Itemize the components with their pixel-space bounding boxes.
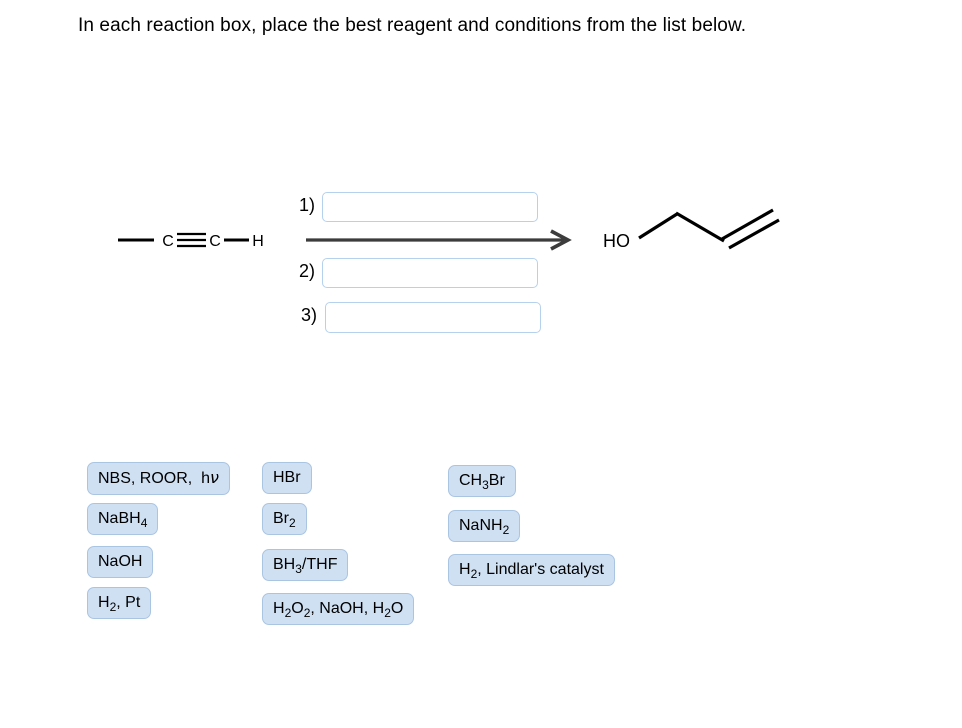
step-3-input[interactable] xyxy=(325,302,541,333)
hydroxyl-label: HO xyxy=(603,231,630,251)
triple-bond xyxy=(177,232,206,248)
reagent-chip-hbr[interactable]: HBr xyxy=(262,462,312,494)
c1-bond xyxy=(638,212,678,240)
reagent-chip-nanh2[interactable]: NaNH2 xyxy=(448,510,521,542)
reaction-arrow xyxy=(306,229,572,251)
reagent-chip-naoh[interactable]: NaOH xyxy=(87,546,154,578)
step-1-input[interactable] xyxy=(322,192,538,222)
double-bond xyxy=(721,208,780,250)
product-structure: HO xyxy=(603,208,780,251)
reactant-structure: C C H xyxy=(118,232,264,250)
step-3-label: 3) xyxy=(301,305,318,325)
reagent-chip-h2-lindlars-catalyst[interactable]: H2, Lindlar's catalyst xyxy=(448,554,615,586)
step-2-label: 2) xyxy=(299,261,316,281)
atom-label-h: H xyxy=(252,233,264,250)
reagent-chip-bh3-thf[interactable]: BH3/THF xyxy=(262,549,349,581)
reagent-chip-nbs-roor-hv[interactable]: NBS, ROOR, hν xyxy=(87,462,230,495)
reagent-chip-ch3br[interactable]: CH3Br xyxy=(448,465,516,497)
atom-label-c1: C xyxy=(162,233,174,250)
prompt-title: In each reaction box, place the best rea… xyxy=(78,15,747,36)
reagent-chip-h2o2-naoh-h2o[interactable]: H2O2, NaOH, H2O xyxy=(262,593,415,625)
step-1-label: 1) xyxy=(299,195,316,215)
arrowhead-icon xyxy=(550,229,572,251)
atom-label-c2: C xyxy=(209,233,221,250)
c2-bond xyxy=(675,211,725,243)
reagent-chip-nabh4[interactable]: NaBH4 xyxy=(87,503,159,535)
reagent-chip-br2[interactable]: Br2 xyxy=(262,503,307,535)
step-2-input[interactable] xyxy=(322,258,538,288)
reagent-chip-h2-pt[interactable]: H2, Pt xyxy=(87,587,152,619)
